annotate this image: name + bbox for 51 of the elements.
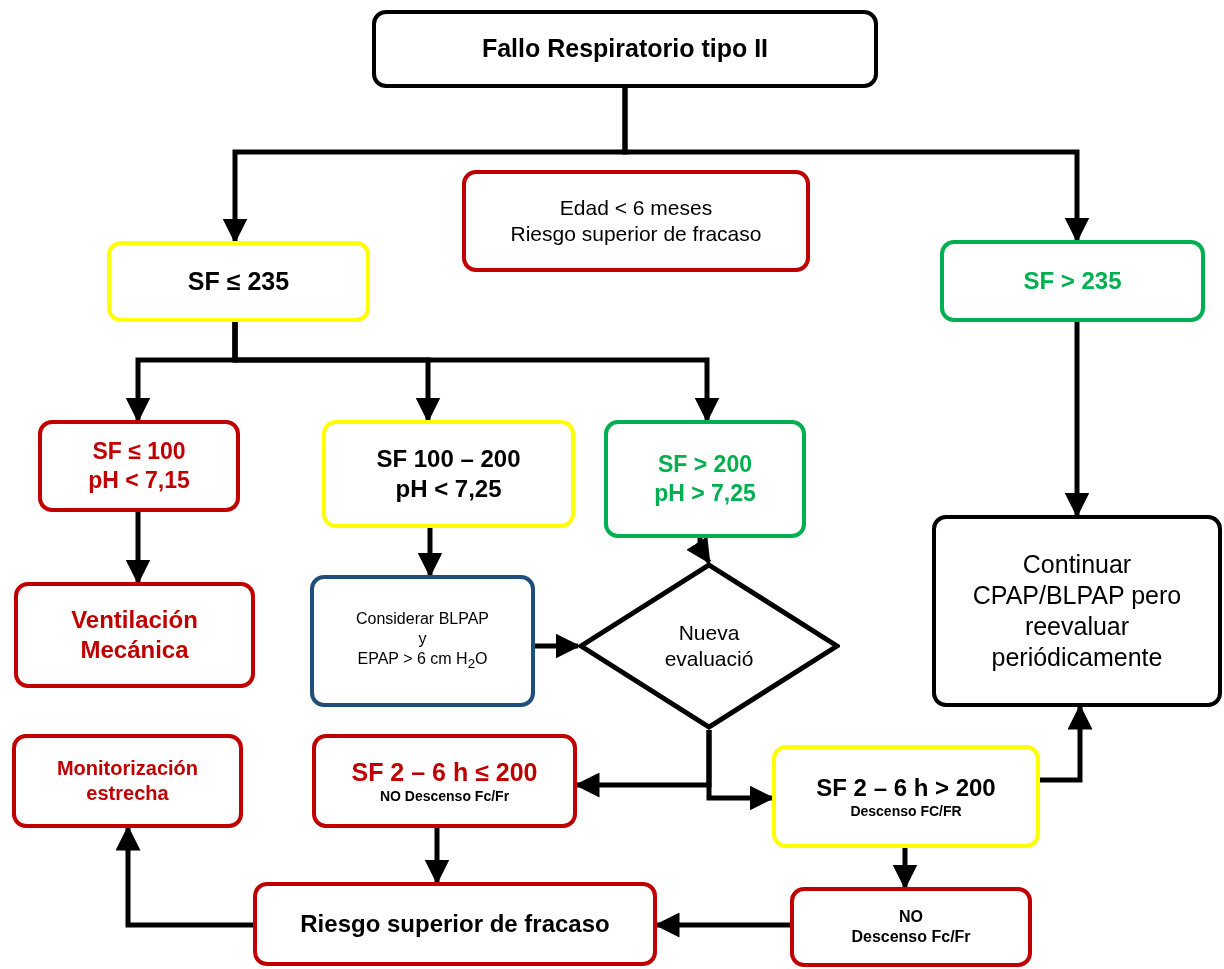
arrow [535, 633, 581, 659]
process-box [253, 882, 657, 966]
box-label: SF > 200 [658, 450, 752, 479]
box-label: SF 2 – 6 h > 200 [816, 772, 996, 803]
box-label: Ventilación Mecánica [70, 605, 199, 665]
arrow [892, 848, 918, 890]
box-label: pH > 7,25 [654, 479, 756, 508]
box-label: Nueva evaluació [663, 619, 755, 672]
arrow [622, 88, 1090, 243]
box-label: y [418, 629, 427, 650]
arrow [232, 322, 720, 423]
box-label: Considerar BLPAP [355, 609, 490, 630]
box-label: Edad < 6 meses [559, 194, 713, 221]
box-label: SF 100 – 200 [376, 444, 521, 474]
process-box [14, 582, 255, 688]
arrow [1040, 704, 1093, 783]
box-label: SF 2 – 6 h ≤ 200 [351, 756, 538, 788]
arrow [1064, 322, 1090, 518]
arrow [417, 528, 443, 578]
arrow [424, 828, 450, 885]
process-box [372, 10, 878, 88]
box-label: Riesgo superior de fracaso [300, 909, 610, 939]
box-label: NO Descenso Fc/Fr [379, 787, 510, 806]
process-box [790, 887, 1032, 967]
process-box [322, 420, 575, 528]
box-label: SF ≤ 235 [187, 265, 290, 297]
box-label: Riesgo superior de fracaso [510, 221, 762, 247]
arrow [686, 536, 712, 565]
box-label: pH < 7,25 [395, 474, 502, 504]
box-label: SF ≤ 100 [92, 437, 186, 466]
box-label: Monitorización estrecha [55, 756, 200, 806]
box-label: Descenso Fc/Fr [851, 927, 971, 947]
process-box [940, 240, 1205, 322]
process-box [310, 575, 535, 707]
process-box [604, 420, 806, 538]
process-box [107, 241, 370, 322]
process-box [12, 734, 243, 828]
process-box [772, 745, 1040, 848]
box-label: Fallo Respiratorio tipo II [481, 33, 769, 65]
box-label: EPAP > 6 cm H$_{2}$O [357, 649, 488, 673]
arrow [125, 512, 151, 585]
box-label: NO [899, 907, 923, 927]
process-box [932, 515, 1222, 707]
box-label: Continuar CPAP/BLPAP pero reevaluar periódicamente [971, 548, 1183, 674]
process-box [38, 420, 240, 512]
box-label: Descenso FC/FR [850, 802, 962, 821]
process-box [462, 170, 810, 272]
box-label: SF > 235 [1023, 266, 1122, 296]
box-label: pH < 7,15 [88, 466, 190, 495]
arrow [115, 825, 253, 928]
process-box [312, 734, 577, 828]
